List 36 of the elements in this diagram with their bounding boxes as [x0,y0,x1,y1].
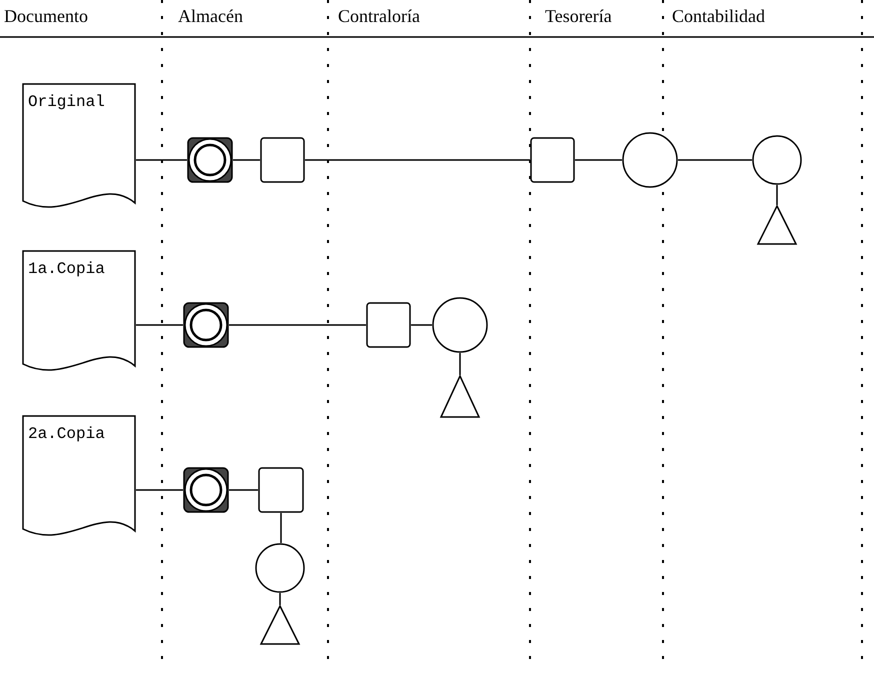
operation-circle [255,543,305,593]
connector-line [279,593,281,605]
connector-line [280,513,282,543]
connector-line [459,353,461,375]
storage-triangle [440,375,480,418]
operation-circle [432,297,488,353]
column-header: Contraloría [338,6,420,27]
document-label: 1a.Copia [28,260,105,278]
storage-triangle [260,605,300,645]
connector-line [305,159,530,161]
operation-circle [752,135,802,185]
connector-line [136,324,183,326]
connector-line [411,324,432,326]
inspection-operation-symbol [183,467,229,513]
inspection-operation-symbol [183,302,229,348]
connector-line [136,159,187,161]
document-label: 2a.Copia [28,425,105,443]
column-header: Contabilidad [672,6,765,27]
connector-line [678,159,752,161]
inspection-square [258,467,304,513]
connector-line [776,185,778,205]
document-label: Original [28,93,105,111]
connector-line [229,324,366,326]
inspection-square [530,137,575,183]
column-header: Documento [4,6,88,27]
connector-line [229,489,258,491]
column-header: Tesorería [545,6,612,27]
operation-circle [622,132,678,188]
connector-line [575,159,622,161]
inspection-square [260,137,305,183]
inspection-operation-symbol [187,137,233,183]
connector-line [233,159,260,161]
storage-triangle [757,205,797,245]
column-header: Almacén [178,6,243,27]
connector-line [136,489,183,491]
inspection-square [366,302,411,348]
